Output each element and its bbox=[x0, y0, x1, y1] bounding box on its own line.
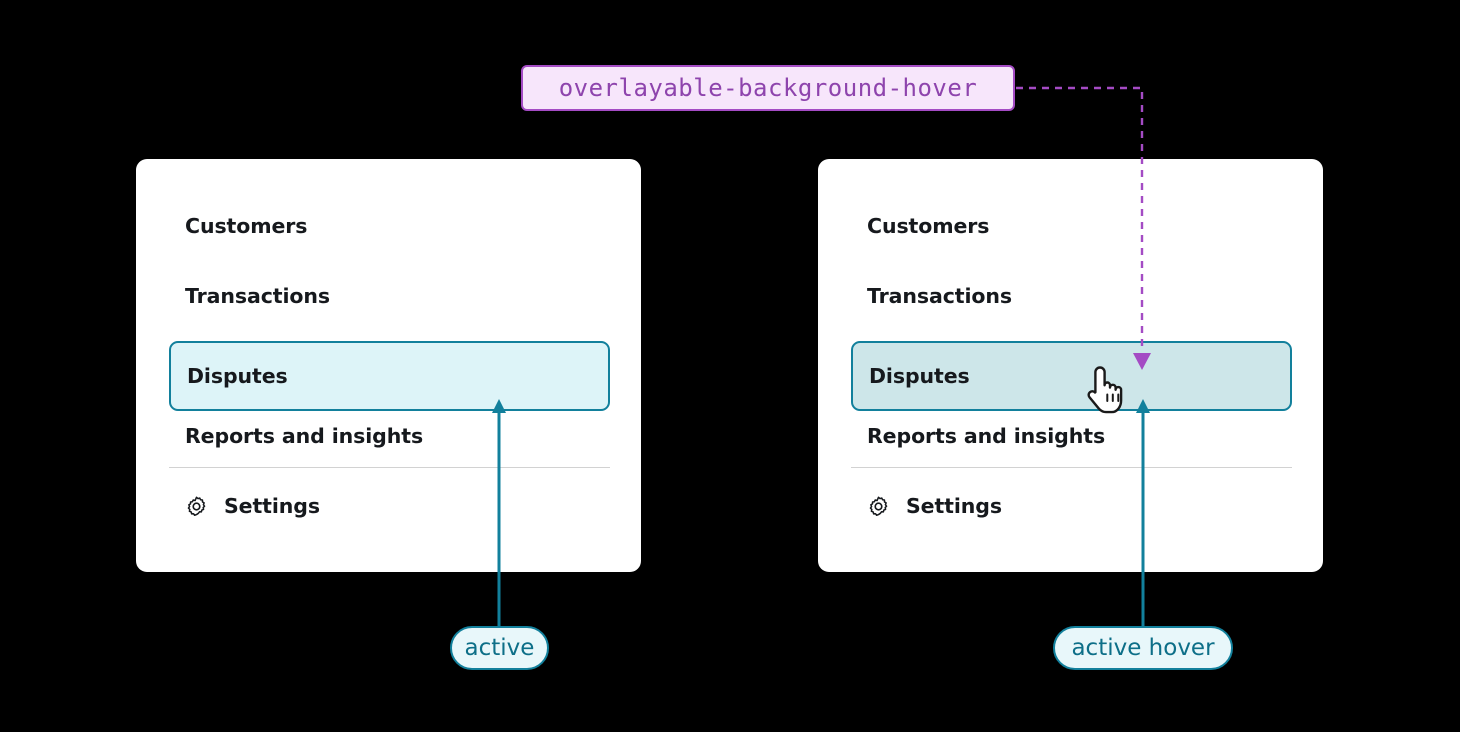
menu-item-label: Customers bbox=[185, 214, 308, 238]
menu-item-label: Settings bbox=[906, 494, 1002, 518]
menu-card-active: Customers Transactions Disputes Reports … bbox=[136, 159, 641, 572]
menu-item-label: Customers bbox=[867, 214, 990, 238]
menu-item-label: Disputes bbox=[869, 364, 970, 388]
menu-item-settings[interactable]: Settings bbox=[169, 489, 610, 523]
menu-item-reports-and-insights[interactable]: Reports and insights bbox=[169, 419, 610, 453]
callout-pill-label: active hover bbox=[1071, 635, 1215, 661]
gear-icon bbox=[187, 496, 206, 516]
token-label: overlayable-background-hover bbox=[521, 65, 1015, 111]
menu-item-disputes[interactable]: Disputes bbox=[851, 341, 1292, 411]
menu-item-settings[interactable]: Settings bbox=[851, 489, 1292, 523]
menu-item-customers[interactable]: Customers bbox=[851, 209, 1292, 243]
callout-pill-active-hover: active hover bbox=[1053, 626, 1233, 670]
menu-card-active-hover: Customers Transactions Disputes Reports … bbox=[818, 159, 1323, 572]
menu-item-label: Transactions bbox=[867, 284, 1012, 308]
menu-item-label: Reports and insights bbox=[185, 424, 424, 448]
pointer-hand-cursor bbox=[1087, 366, 1123, 414]
token-label-text: overlayable-background-hover bbox=[558, 74, 978, 102]
menu-list: Customers Transactions Disputes Reports … bbox=[169, 159, 610, 572]
menu-item-label: Settings bbox=[224, 494, 320, 518]
callout-pill-label: active bbox=[464, 635, 535, 661]
callout-pill-active: active bbox=[450, 626, 549, 670]
menu-item-customers[interactable]: Customers bbox=[169, 209, 610, 243]
menu-item-label: Transactions bbox=[185, 284, 330, 308]
menu-item-label: Reports and insights bbox=[867, 424, 1106, 448]
gear-icon bbox=[869, 496, 888, 516]
menu-divider bbox=[851, 467, 1292, 468]
menu-item-label: Disputes bbox=[187, 364, 288, 388]
menu-item-reports-and-insights[interactable]: Reports and insights bbox=[851, 419, 1292, 453]
menu-item-disputes[interactable]: Disputes bbox=[169, 341, 610, 411]
menu-item-transactions[interactable]: Transactions bbox=[169, 279, 610, 313]
menu-divider bbox=[169, 467, 610, 468]
menu-list: Customers Transactions Disputes Reports … bbox=[851, 159, 1292, 572]
menu-item-transactions[interactable]: Transactions bbox=[851, 279, 1292, 313]
